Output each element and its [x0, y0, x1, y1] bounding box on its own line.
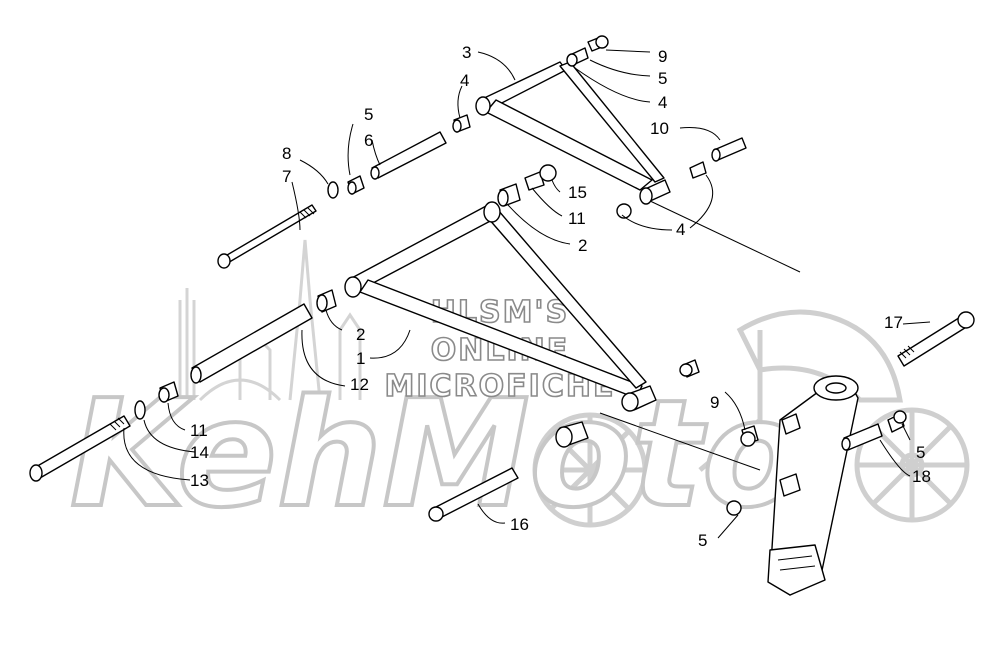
- callout-11: 11: [568, 209, 586, 228]
- callout-5: 5: [658, 69, 667, 88]
- callout-18: 18: [912, 467, 931, 486]
- lower-a-arm[interactable]: [344, 201, 761, 471]
- callout-9: 9: [658, 47, 667, 66]
- callout-7: 7: [282, 167, 291, 186]
- callout-10: 10: [650, 119, 669, 138]
- callout-14: 14: [190, 443, 209, 462]
- callout-6: 6: [364, 131, 373, 150]
- callout-17: 17: [884, 313, 903, 332]
- upper-a-arm[interactable]: [452, 35, 801, 273]
- callout-2: 2: [578, 236, 587, 255]
- upper-bolt-stack[interactable]: [217, 131, 447, 269]
- callout-3: 3: [462, 43, 471, 62]
- callout-2: 2: [356, 325, 365, 344]
- motorcycle-logo: [532, 309, 970, 528]
- spindle[interactable]: [726, 311, 975, 596]
- lower-hardware[interactable]: [29, 164, 700, 522]
- callout-12: 12: [350, 375, 369, 394]
- callout-8: 8: [282, 144, 291, 163]
- callout-13: 13: [190, 471, 209, 490]
- callout-16: 16: [510, 515, 529, 534]
- callout-5: 5: [698, 531, 707, 550]
- callout-4: 4: [460, 71, 469, 90]
- callout-1: 1: [356, 349, 365, 368]
- callout-9: 9: [710, 393, 719, 412]
- callout-5: 5: [916, 443, 925, 462]
- callout-11: 11: [190, 421, 208, 440]
- leader-lines: [123, 49, 931, 539]
- skyline-logo: [178, 239, 362, 402]
- callouts: 3 4 9 5 4 10 5 6 8 7 15 11 2 4 2 1 12 17…: [190, 43, 931, 550]
- callout-15: 15: [568, 183, 587, 202]
- callout-5: 5: [364, 105, 373, 124]
- callout-4: 4: [658, 93, 667, 112]
- callout-4: 4: [676, 220, 685, 239]
- watermark-line-1: HLSM'S: [431, 295, 569, 330]
